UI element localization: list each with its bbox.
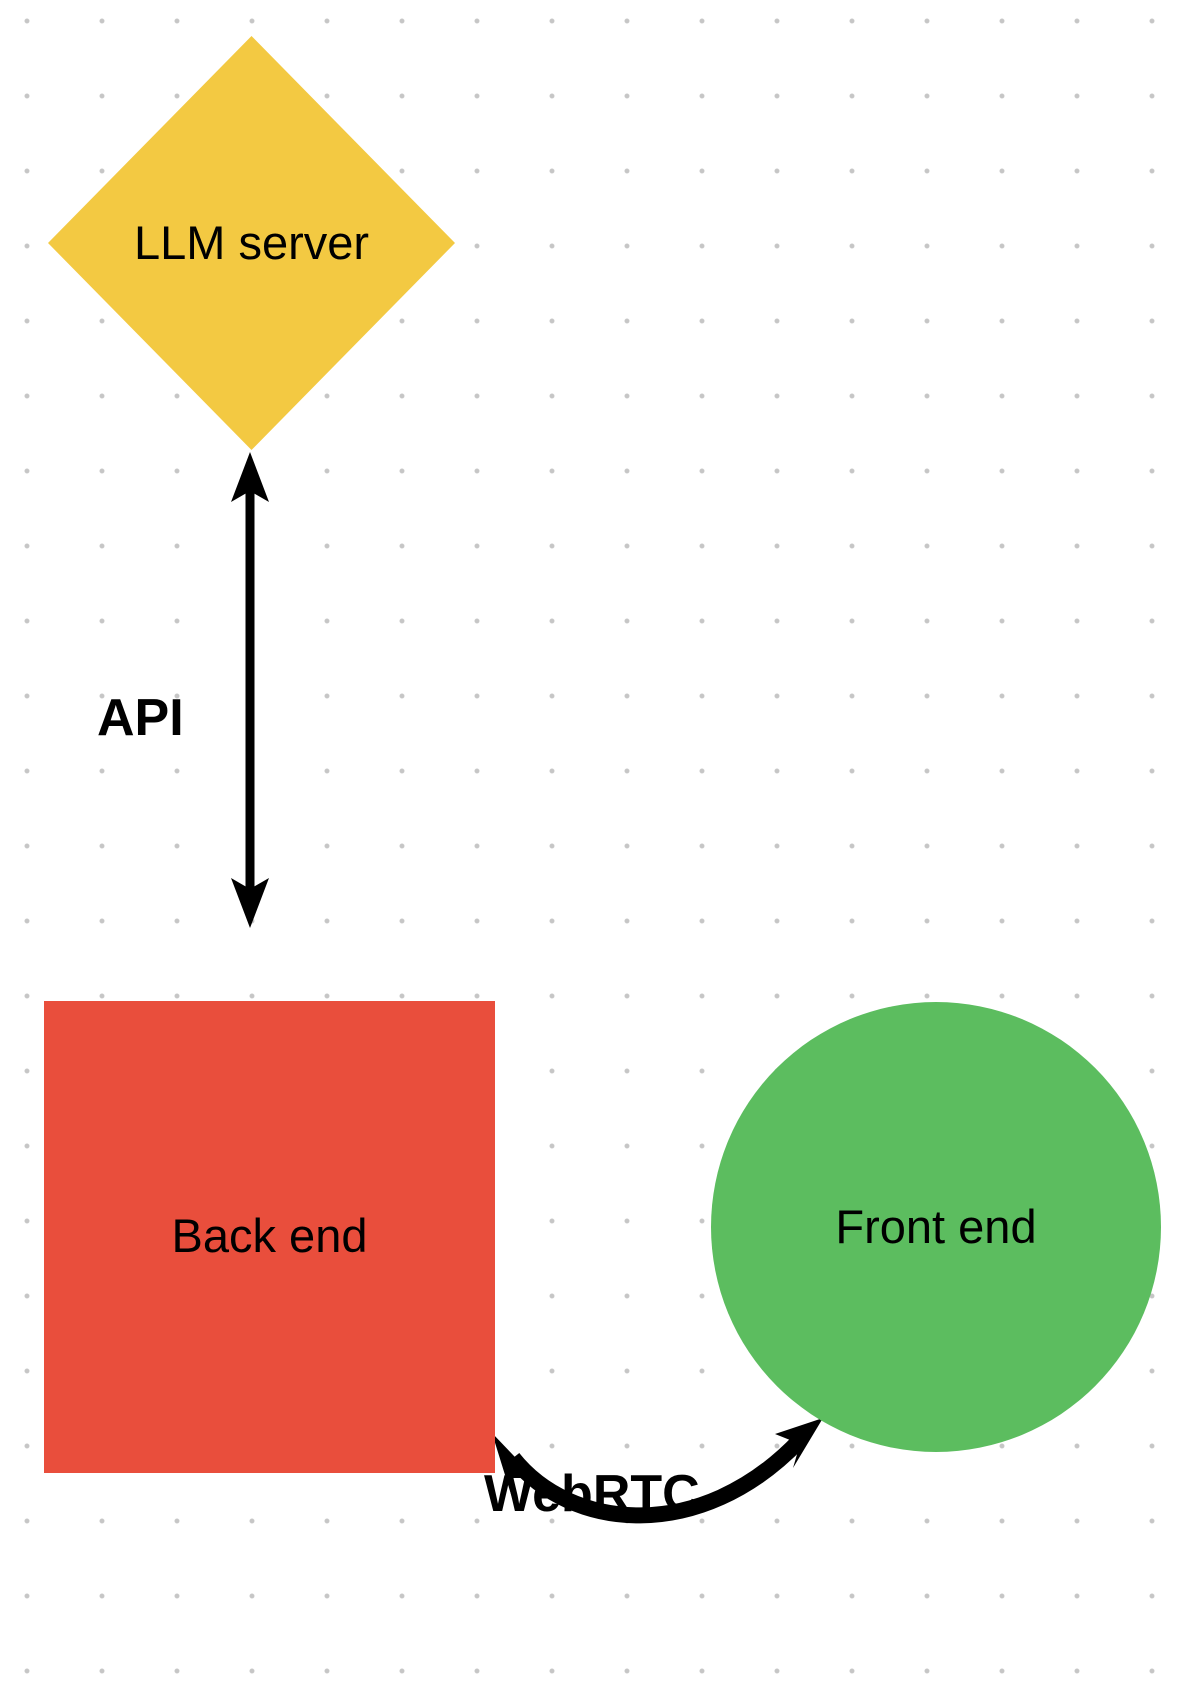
node-llm-server[interactable]: LLM server bbox=[48, 36, 455, 450]
node-back-end-label: Back end bbox=[171, 1209, 368, 1262]
node-llm-server-label: LLM server bbox=[133, 216, 370, 269]
edge-label-api: API bbox=[97, 689, 184, 747]
node-front-end[interactable]: Front end bbox=[711, 1002, 1161, 1452]
node-front-end-label: Front end bbox=[835, 1200, 1037, 1253]
edge-api-arrowhead-up bbox=[231, 452, 269, 502]
edge-api-arrowhead-down bbox=[231, 878, 269, 928]
edge-webrtc-arrowhead-right bbox=[775, 1418, 823, 1468]
node-back-end[interactable]: Back end bbox=[44, 1001, 495, 1473]
edge-label-webrtc: WebRTC bbox=[484, 1465, 700, 1523]
edge-api-arrow[interactable] bbox=[231, 452, 269, 928]
